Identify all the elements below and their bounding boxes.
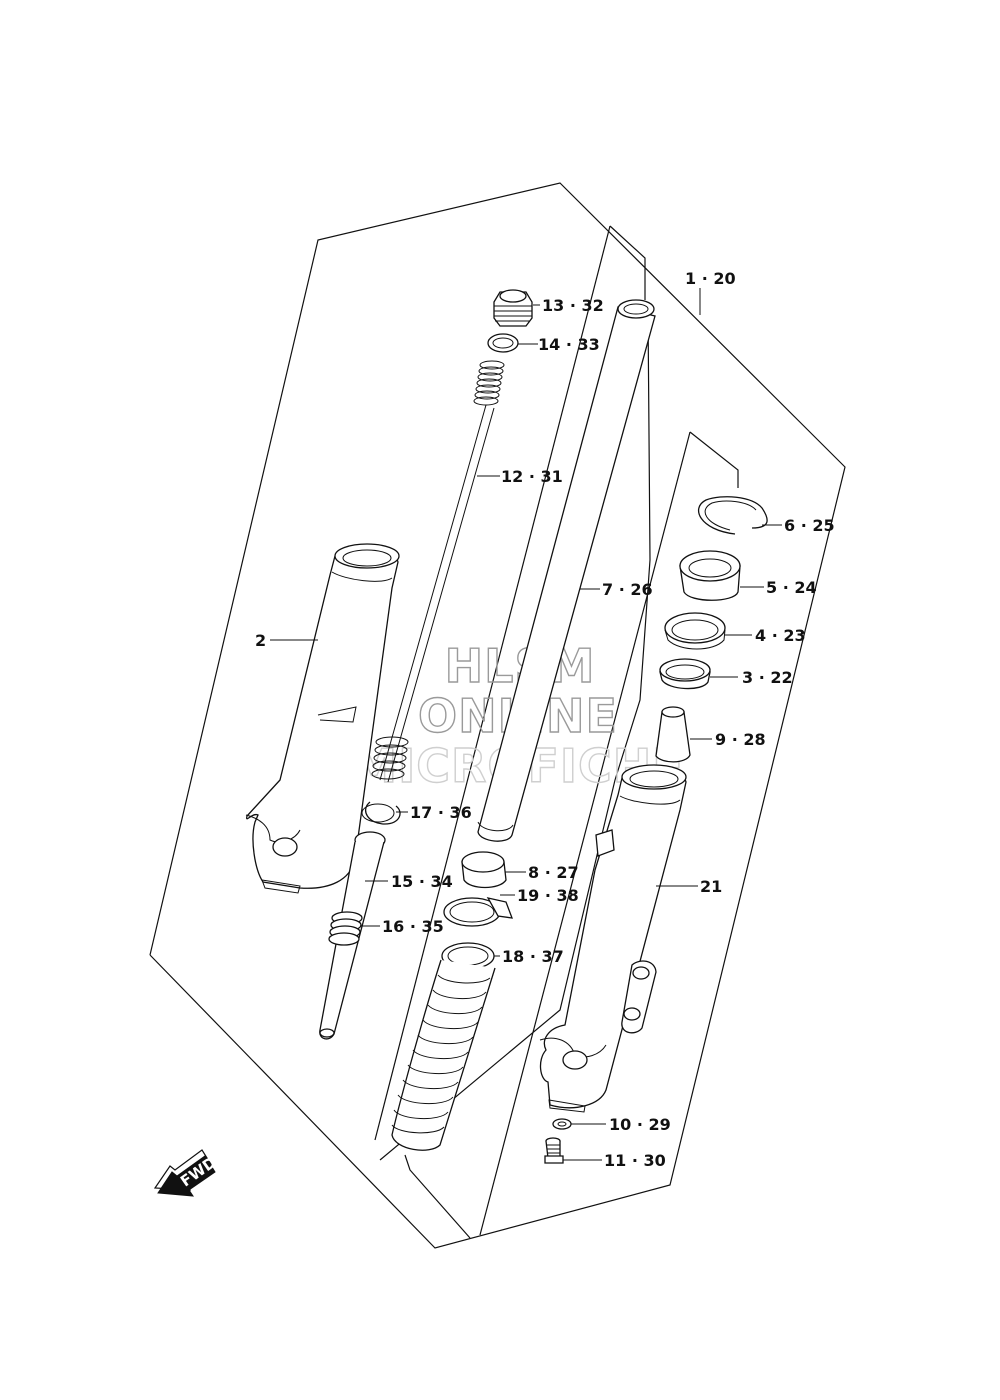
inner-tube (477, 299, 656, 842)
o-ring-inner (492, 337, 514, 349)
callout-13-32: 13 · 32 (542, 296, 604, 315)
assembly-frame (149, 182, 846, 1249)
callout-3-22: 3 · 22 (742, 668, 793, 687)
rod-bottom-spring (371, 736, 409, 780)
callout-19-38: 19 · 38 (517, 886, 579, 905)
callout-1-20: 1 · 20 (685, 269, 736, 288)
callout-8-27: 8 · 27 (528, 863, 579, 882)
callout-17-36: 17 · 36 (410, 803, 472, 822)
callout-18-37: 18 · 37 (502, 947, 564, 966)
callout-5-24: 5 · 24 (766, 578, 817, 597)
outer-tube-left (245, 543, 400, 894)
callout-10-29: 10 · 29 (609, 1115, 671, 1134)
callout-4-23: 4 · 23 (755, 626, 806, 645)
snap-ring (697, 496, 768, 535)
dust-boot (391, 942, 496, 1151)
seal-washer (664, 612, 726, 650)
drain-gasket (552, 1118, 572, 1130)
callout-11-30: 11 · 30 (604, 1151, 666, 1170)
callout-16-35: 16 · 35 (382, 917, 444, 936)
oil-lock-piece (655, 706, 691, 763)
callout-14-33: 14 · 33 (538, 335, 600, 354)
callout-2: 2 (255, 631, 266, 650)
o-ring (487, 333, 519, 353)
leader-lines (270, 288, 782, 1161)
outer-tube-right (539, 764, 687, 1113)
boot-clamp (443, 897, 513, 927)
oil-seal (679, 550, 741, 601)
tube-bushing (461, 851, 507, 889)
rod-bushing (328, 911, 363, 946)
callout-12-31: 12 · 31 (501, 467, 563, 486)
callout-15-34: 15 · 34 (391, 872, 453, 891)
cap-bolt (493, 289, 533, 327)
fwd-direction-arrow: FWD (153, 1149, 220, 1197)
callout-21: 21 (700, 877, 722, 896)
damper-rod-assembly (371, 360, 505, 783)
callout-7-26: 7 · 26 (602, 580, 653, 599)
callout-labels: 1 · 20 13 · 32 14 · 33 12 · 31 6 · 25 5 … (255, 269, 835, 1170)
circlip (361, 801, 401, 825)
rod-top-spring (473, 360, 505, 406)
callout-9-28: 9 · 28 (715, 730, 766, 749)
callout-6-25: 6 · 25 (784, 516, 835, 535)
drain-bolt (544, 1137, 564, 1164)
slide-bushing (659, 658, 711, 690)
